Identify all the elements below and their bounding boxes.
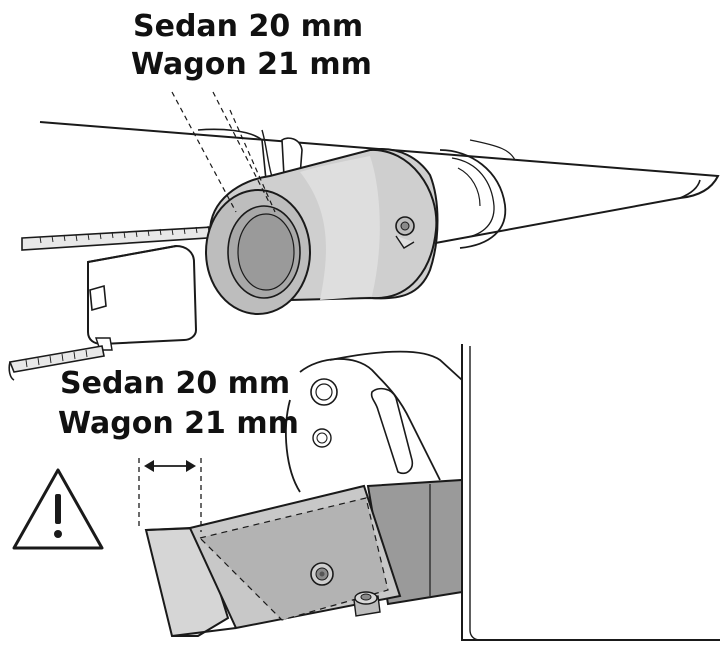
double-arrow-icon — [144, 460, 196, 472]
bottom-scene — [12, 344, 720, 641]
bottom-measurement-label-wagon: Wagon 21 mm — [58, 406, 299, 441]
top-measurement-label-sedan: Sedan 20 mm — [133, 9, 364, 44]
top-scene — [8, 91, 720, 381]
dimension-lines — [138, 458, 202, 532]
tape-measure-icon — [8, 244, 198, 381]
top-leader-lines — [171, 91, 276, 213]
round-exhaust-tip — [205, 148, 439, 315]
angled-exhaust-tip — [144, 484, 402, 637]
top-measurement-label-wagon: Wagon 21 mm — [131, 47, 372, 82]
warning-triangle-icon — [12, 468, 104, 550]
bottom-measurement-label-sedan: Sedan 20 mm — [60, 366, 291, 401]
bumper-rear-panel — [285, 344, 720, 641]
